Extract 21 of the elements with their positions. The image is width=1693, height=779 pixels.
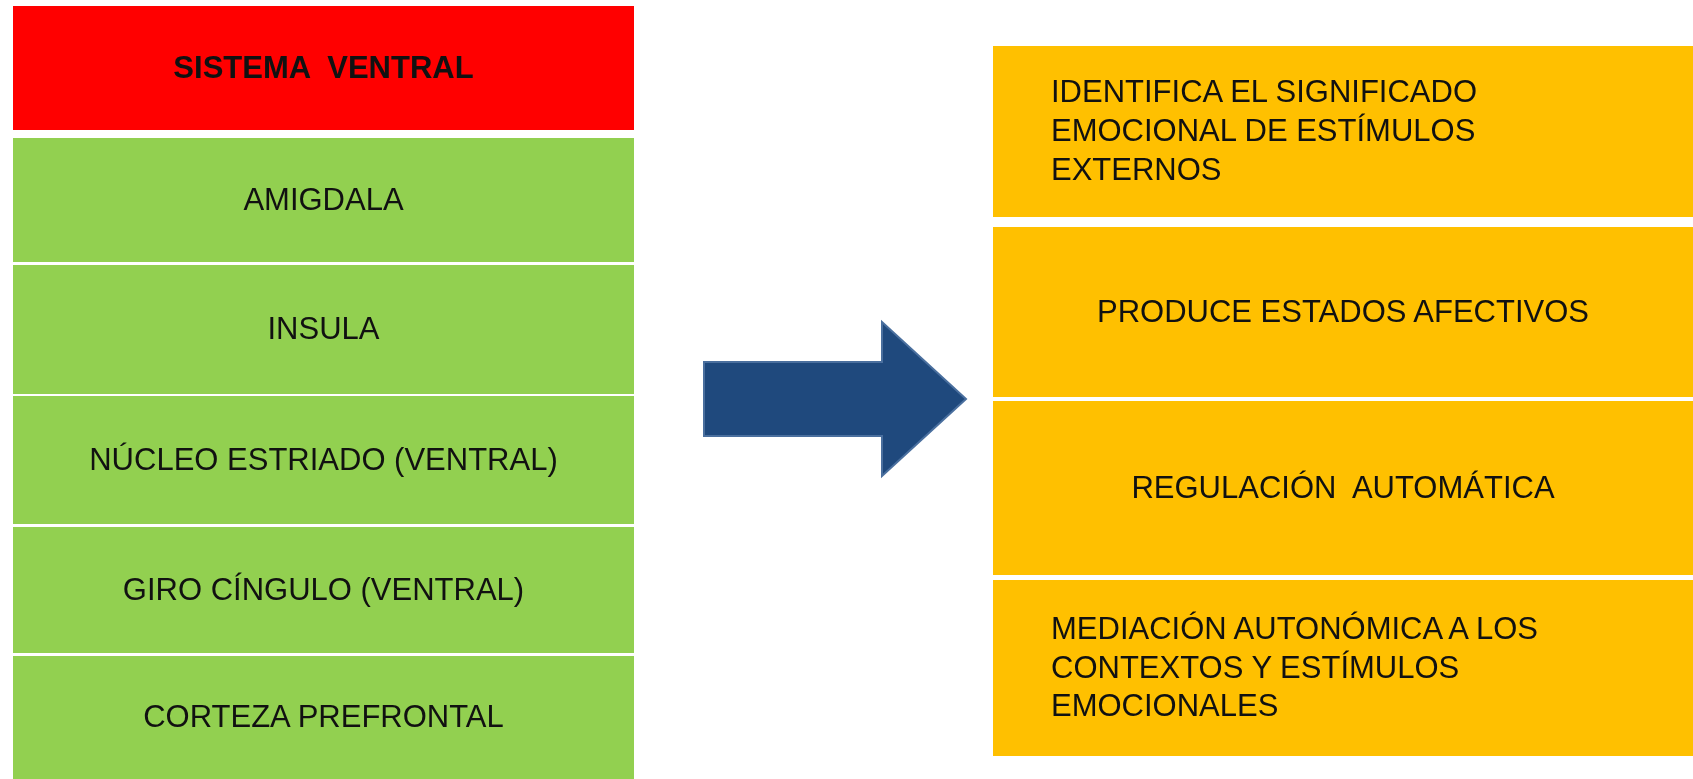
heading: SISTEMA VENTRAL <box>173 48 474 87</box>
item-label: INSULA <box>267 310 380 349</box>
text-box <box>13 265 634 394</box>
text-box <box>993 401 1693 575</box>
text-box <box>993 227 1693 397</box>
text-box <box>13 396 634 524</box>
item-label: GIRO CÍNGULO (VENTRAL) <box>122 570 525 609</box>
header-box <box>13 6 634 130</box>
text-box <box>993 46 1693 217</box>
item-label: MEDIACIÓN AUTONÓMICA A LOS CONTEXTOS Y ESTÍMULOS EMOCIONALES <box>1051 609 1539 726</box>
item-label: NÚCLEO ESTRIADO (VENTRAL) <box>89 440 558 479</box>
block-arrow <box>703 319 968 479</box>
text-box <box>13 138 634 262</box>
text-box <box>13 656 634 779</box>
item-label: REGULACIÓN AUTOMÁTICA <box>1131 468 1555 507</box>
text-box <box>13 527 634 653</box>
text-box <box>993 580 1693 756</box>
item-label: AMIGDALA <box>243 180 404 219</box>
item-label: IDENTIFICA EL SIGNIFICADO EMOCIONAL DE ESTÍMULOS EXTERNOS <box>1051 73 1479 189</box>
item-label: PRODUCE ESTADOS AFECTIVOS <box>1096 292 1590 331</box>
item-label: CORTEZA PREFRONTAL <box>143 698 504 737</box>
